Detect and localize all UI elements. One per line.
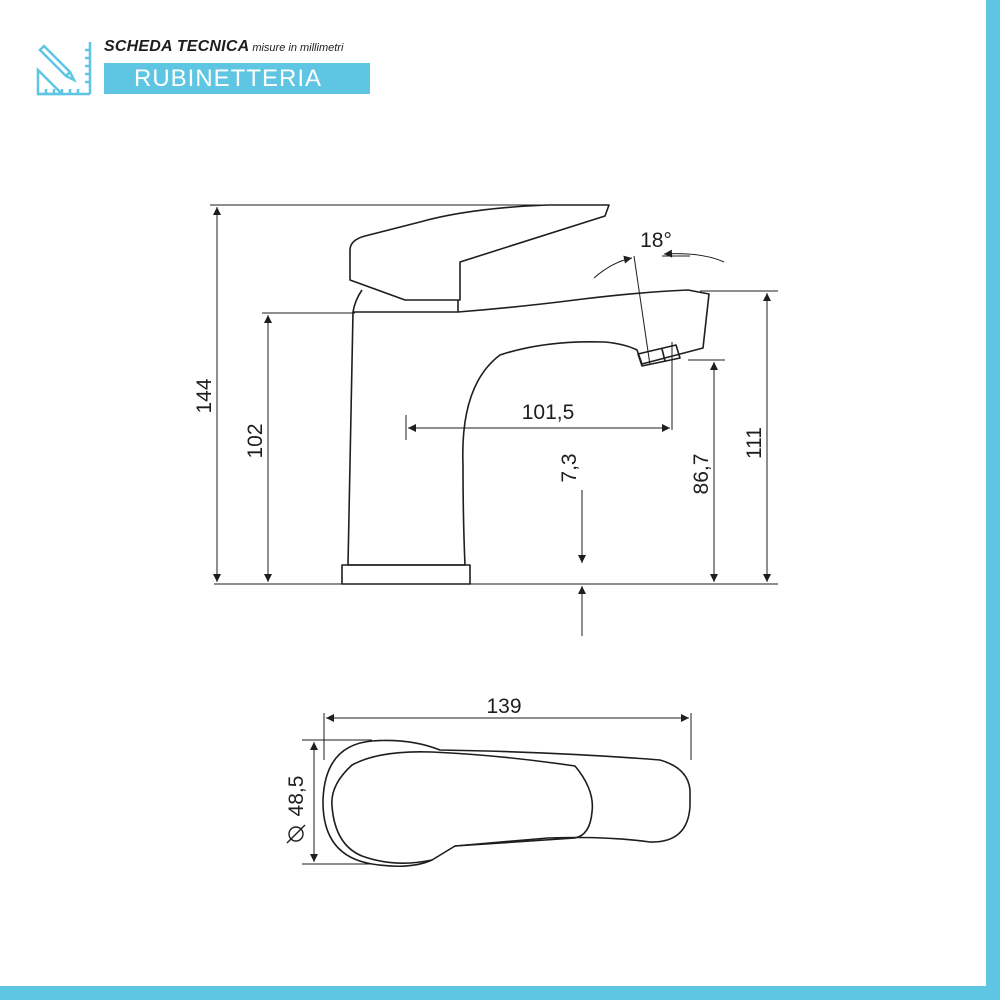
side-dimension-labels: 144 102 111 86,7 7,3 101,5 18° xyxy=(193,229,766,494)
lever-top-outline xyxy=(331,750,433,864)
diameter-icon xyxy=(286,824,306,844)
dim-spout-angle: 18° xyxy=(640,229,672,252)
aerator xyxy=(637,344,681,367)
top-dimensions xyxy=(302,713,692,865)
lever-top-facet xyxy=(431,751,594,847)
faucet-top-view xyxy=(322,739,691,868)
dim-base-diameter: 48,5 xyxy=(285,776,308,817)
dim-spout-top-height: 111 xyxy=(743,427,766,459)
faucet-base xyxy=(341,564,471,585)
side-dimensions xyxy=(210,204,778,636)
faucet-body xyxy=(347,289,710,566)
title-main: SCHEDA TECNICA xyxy=(104,38,250,55)
dim-body-height: 102 xyxy=(244,423,267,458)
base-circle xyxy=(322,739,691,868)
cartridge-cap xyxy=(352,289,459,313)
title-subtitle: misure in millimetri xyxy=(252,42,344,54)
handle-lever xyxy=(349,204,610,301)
category-badge: RUBINETTERIA xyxy=(104,63,370,94)
dim-base-thickness: 7,3 xyxy=(558,453,581,482)
faucet-side-view xyxy=(341,204,710,585)
dim-spout-reach: 101,5 xyxy=(522,401,575,424)
ruler-pencil-icon xyxy=(36,42,92,96)
dim-total-height: 144 xyxy=(193,378,216,413)
dim-total-length: 139 xyxy=(486,695,521,718)
dim-spout-height: 86,7 xyxy=(690,454,713,495)
top-dimension-labels: 139 48,5 xyxy=(285,695,522,844)
